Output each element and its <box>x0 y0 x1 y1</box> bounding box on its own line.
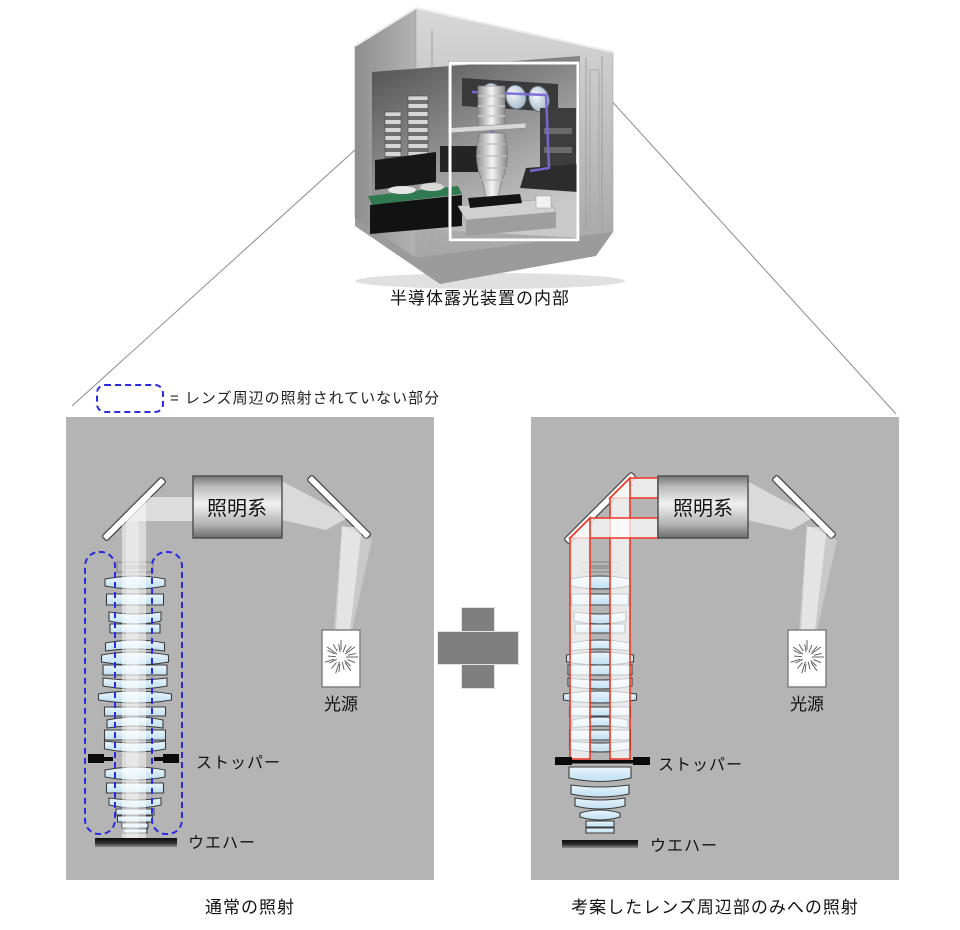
machine-highlight-interior <box>447 78 578 236</box>
light-beam <box>334 525 372 630</box>
steering-mirror-icon <box>307 475 371 539</box>
illumination-system-box <box>192 475 283 539</box>
light-source-label: 光源 <box>324 695 358 714</box>
legend-text: = レンズ周辺の照射されていない部分 <box>170 390 441 407</box>
caption-normal-irradiation: 通常の照射 <box>205 898 295 917</box>
lens-element <box>568 766 632 783</box>
black-console <box>440 146 478 172</box>
wafer-bar <box>562 840 638 848</box>
lens-element <box>585 827 615 834</box>
illumination-system-label: 照明系 <box>207 497 267 520</box>
light-beam <box>801 527 827 630</box>
light-beam <box>282 481 349 530</box>
red-beam-vertical-left <box>569 516 591 760</box>
light-beam <box>122 497 146 838</box>
wafer-dish <box>388 186 416 194</box>
light-beam-core <box>126 521 139 838</box>
exposure-machine-illustration <box>354 6 625 289</box>
machine-caption: 半導体露光装置の内部 <box>390 289 570 308</box>
light-source-label: 光源 <box>790 695 824 714</box>
illumination-system-box <box>657 475 749 539</box>
panel-normal-irradiation: 照明系 光源 ストッパー ウエハー <box>66 417 434 880</box>
callout-line-right <box>577 63 897 415</box>
light-beam <box>799 525 837 630</box>
unirradiated-zone-left <box>84 551 116 835</box>
lower-lens-stack-right <box>568 766 632 834</box>
stopper-marks <box>88 754 179 763</box>
caption-periphery-irradiation: 考案したレンズ周辺部のみへの照射 <box>571 898 859 917</box>
machine-base <box>355 218 613 284</box>
illumination-system-label: 照明系 <box>673 497 733 520</box>
plus-sign <box>438 608 518 688</box>
light-beam <box>747 481 814 530</box>
wafer-dish <box>420 183 444 191</box>
light-burst-icon <box>790 640 824 674</box>
barrel-plate <box>589 565 611 569</box>
lens-element <box>585 820 615 828</box>
stopper-marks <box>555 757 650 765</box>
black-table <box>370 195 462 234</box>
lens-element <box>574 797 626 810</box>
green-shelf <box>368 186 462 205</box>
wafer-label: ウエハー <box>650 837 718 855</box>
wafer-bar <box>95 838 177 847</box>
machine-shadow <box>355 273 625 289</box>
panel-periphery-irradiation: 照明系 光源 ストッパー ウエハー <box>531 417 899 880</box>
stopper-label: ストッパー <box>658 757 743 774</box>
legend-dashed-box <box>96 384 164 413</box>
highlight-rect <box>448 61 580 242</box>
lens-element <box>570 784 630 798</box>
light-source-box <box>787 629 827 688</box>
light-source-box <box>321 629 361 688</box>
light-burst-icon <box>324 640 358 674</box>
wafer-label: ウエハー <box>188 834 256 852</box>
periphery-beams <box>568 476 659 760</box>
light-beam <box>336 527 362 630</box>
unirradiated-zone-right <box>151 551 183 835</box>
beam-tower <box>540 108 576 170</box>
stopper-label: ストッパー <box>196 755 281 772</box>
steering-mirror-icon <box>772 475 836 539</box>
red-beam-vertical-right <box>609 476 631 760</box>
black-console <box>375 152 436 190</box>
purple-beam <box>471 90 551 173</box>
lens-element <box>579 809 621 821</box>
